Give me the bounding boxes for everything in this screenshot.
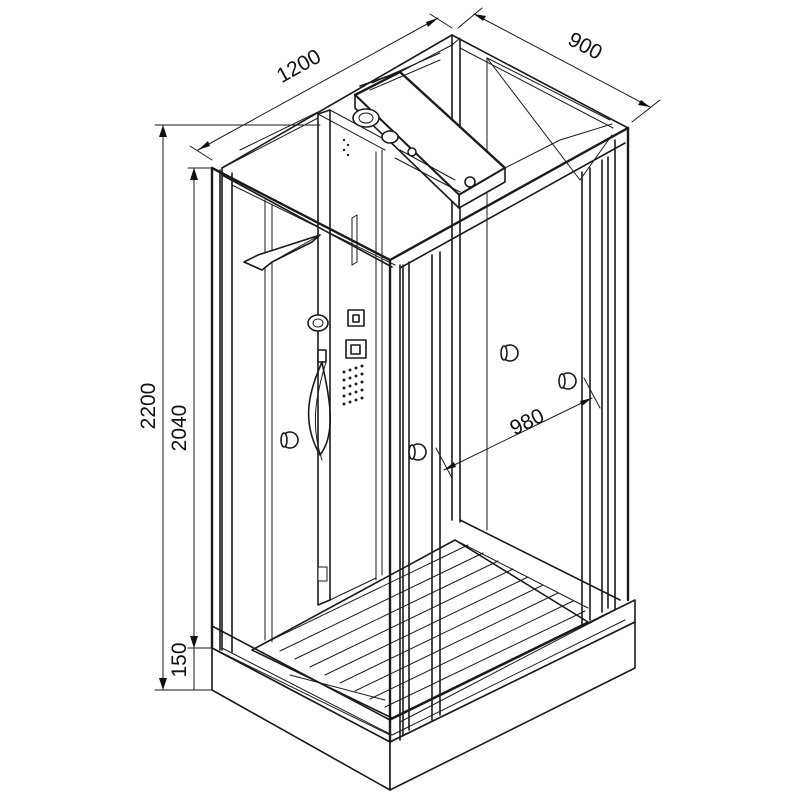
total-height-label: 2200	[137, 383, 160, 430]
hand-shower	[307, 314, 331, 461]
dim-1200	[189, 13, 453, 161]
mixer-taps	[345, 309, 367, 359]
sliding-doors	[402, 156, 609, 736]
door-opening-label: 980	[506, 404, 548, 440]
width-label: 1200	[273, 45, 325, 88]
dim-150	[189, 647, 213, 691]
shelf	[243, 234, 321, 271]
dim-980	[435, 377, 601, 479]
tray-height-label: 150	[168, 642, 191, 677]
dim-2040	[187, 167, 213, 649]
depth-label: 900	[564, 28, 606, 65]
shower-tray	[211, 599, 636, 791]
left-back-wall	[221, 111, 396, 653]
door-handles	[280, 344, 577, 461]
massage-jets	[342, 138, 364, 406]
overhead-shower-icon	[464, 176, 476, 188]
handle-icon	[558, 372, 577, 390]
handle-icon	[408, 443, 427, 461]
dim-900	[457, 7, 661, 123]
cabin-height-label: 2040	[168, 405, 191, 452]
handle-icon	[280, 431, 299, 449]
dim-2200	[154, 124, 321, 691]
hand-shower-icon	[307, 314, 329, 332]
handle-icon	[500, 344, 519, 362]
front-frame	[210, 126, 630, 744]
roof	[352, 37, 613, 209]
rear-frame	[221, 34, 629, 609]
control-box-icon	[317, 566, 328, 582]
control-panel-icon	[352, 108, 380, 128]
speaker-icon	[381, 130, 399, 144]
